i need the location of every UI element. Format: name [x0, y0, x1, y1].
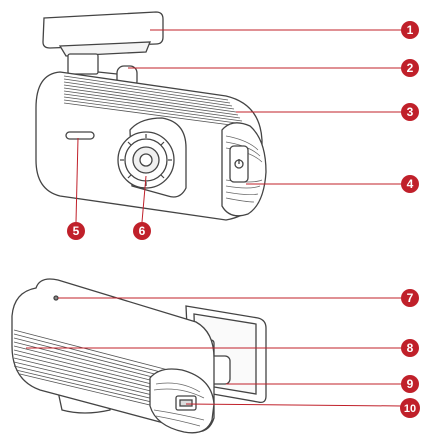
callout-number-8: 8 — [407, 341, 414, 355]
callout-number-5: 5 — [73, 224, 80, 238]
callout-lines — [26, 29, 403, 407]
callout-marker-5: 5 — [67, 222, 85, 240]
mount-plate-base — [58, 41, 151, 57]
callout-marker-10: 10 — [400, 398, 420, 418]
callout-marker-6: 6 — [133, 222, 151, 240]
callout-marker-2: 2 — [401, 59, 419, 77]
callout-line-10 — [185, 403, 403, 407]
callout-number-9: 9 — [407, 377, 414, 391]
callout-number-7: 7 — [407, 291, 414, 305]
callout-number-10: 10 — [404, 403, 416, 415]
callout-number-1: 1 — [407, 23, 414, 37]
mount-plate — [42, 11, 164, 49]
callout-marker-4: 4 — [401, 175, 419, 193]
callout-marker-3: 3 — [401, 103, 419, 121]
callout-number-2: 2 — [407, 61, 414, 75]
mount-neck — [67, 53, 99, 75]
callout-number-4: 4 — [407, 177, 414, 191]
callout-marker-8: 8 — [401, 339, 419, 357]
callout-marker-9: 9 — [401, 375, 419, 393]
rear-end-cap-ribs — [153, 382, 205, 427]
status-led — [53, 295, 59, 301]
callout-number-3: 3 — [407, 105, 414, 119]
callout-marker-1: 1 — [401, 21, 419, 39]
rear-view-camera — [11, 278, 267, 434]
callout-line-5 — [75, 137, 79, 223]
callout-marker-7: 7 — [401, 289, 419, 307]
lens-ring-ticks — [120, 134, 172, 186]
microphone-slot — [65, 131, 95, 140]
front-view-camera — [35, 11, 267, 221]
callout-number-6: 6 — [139, 224, 146, 238]
cooling-fins — [63, 75, 247, 128]
callout-line-6 — [141, 175, 147, 223]
